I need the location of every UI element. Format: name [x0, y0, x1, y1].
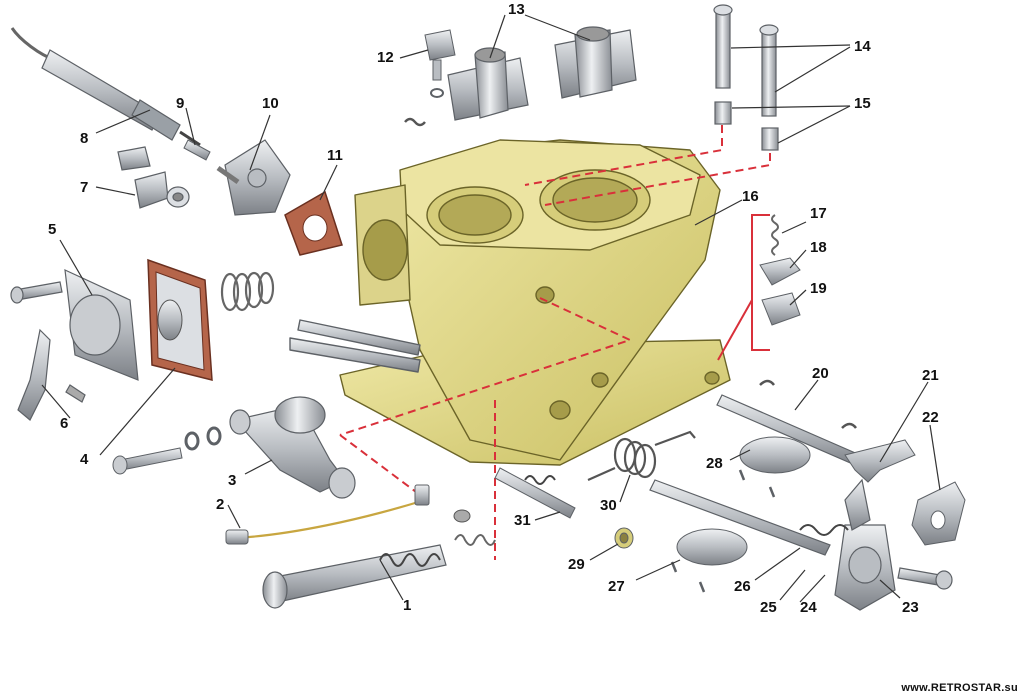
callout-27: 27: [608, 578, 625, 595]
callout-7: 7: [80, 179, 89, 196]
callout-21: 21: [922, 367, 939, 384]
callout-23: 23: [902, 599, 919, 616]
callout-8: 8: [80, 130, 89, 147]
leader-lines: [41, 14, 941, 603]
callout-11: 11: [327, 147, 343, 164]
bracket-17-19: [717, 214, 770, 361]
callout-2: 2: [216, 496, 225, 513]
part-4-diaphragm: [147, 258, 213, 381]
part-31-needle: [494, 467, 576, 519]
watermark: www.RETROSTAR.su: [901, 682, 1018, 694]
part-spring-diaphragm: [220, 271, 275, 312]
part-12-fitting: [404, 29, 456, 127]
part-19-clip: [761, 292, 801, 326]
part-11-gasket: [284, 190, 343, 256]
part-3-housing: [229, 396, 356, 499]
callout-26: 26: [734, 578, 751, 595]
callout-30: 30: [600, 497, 617, 514]
callout-4: 4: [80, 451, 89, 468]
callout-25: 25: [760, 599, 777, 616]
callout-19: 19: [810, 280, 827, 297]
part-18-clip: [759, 257, 801, 286]
callout-20: 20: [812, 365, 829, 382]
callout-29: 29: [568, 556, 585, 573]
callout-24: 24: [800, 599, 817, 616]
part-30-spring: [587, 430, 696, 482]
part-17-spring: [771, 214, 779, 256]
part-23-26-assembly: [649, 478, 953, 611]
carburetor-body: [289, 139, 731, 466]
callout-13: 13: [508, 1, 525, 18]
part-29-bushing: [614, 527, 634, 549]
part-screw-washers: [112, 426, 222, 475]
callout-9: 9: [176, 95, 185, 112]
callout-31: 31: [514, 512, 531, 529]
part-2-wire: [225, 484, 471, 545]
part-6-lever: [17, 328, 86, 421]
part-7-bracket: [117, 146, 190, 209]
part-22-bracket: [911, 481, 966, 546]
part-5-cover: [10, 269, 139, 381]
callout-1: 1: [403, 597, 412, 614]
callout-10: 10: [262, 95, 279, 112]
part-10-plate: [216, 139, 291, 216]
part-28-disc: [738, 436, 811, 498]
part-9-screw: [183, 139, 211, 161]
callout-18: 18: [810, 239, 827, 256]
callout-16: 16: [742, 188, 759, 205]
callout-22: 22: [922, 409, 939, 426]
part-spring-small: [454, 534, 496, 546]
part-14-jets: [713, 4, 779, 117]
part-15-jets: [714, 101, 779, 151]
part-27-disc: [670, 528, 748, 593]
callout-3: 3: [228, 472, 237, 489]
callout-12: 12: [377, 49, 394, 66]
part-1-screw: [262, 544, 447, 609]
callout-17: 17: [810, 205, 827, 222]
part-8-cable: [10, 27, 201, 147]
callout-6: 6: [60, 415, 69, 432]
callout-28: 28: [706, 455, 723, 472]
assembly-guide-lines: [339, 125, 771, 560]
callout-15: 15: [854, 95, 871, 112]
callout-14: 14: [854, 38, 871, 55]
part-13-housings: [447, 26, 637, 121]
callout-5: 5: [48, 221, 57, 238]
